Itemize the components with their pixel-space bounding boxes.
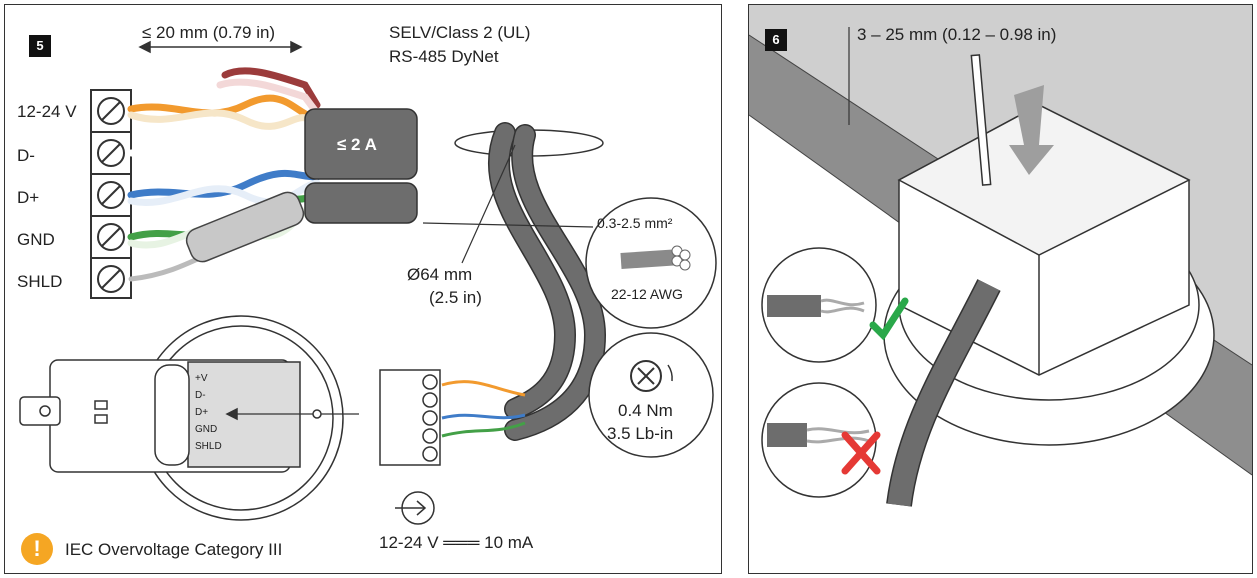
torque-callout <box>588 332 714 458</box>
terminal-block-small <box>379 369 526 466</box>
module-label-dminus: D- <box>195 390 206 401</box>
current-limit-label: ≤ 2 A <box>337 135 377 154</box>
wire-size-label: 0.3-2.5 mm² <box>597 215 673 231</box>
torque-lbin-label: 3.5 Lb-in <box>607 424 674 443</box>
check-icon <box>869 297 909 341</box>
terminal-label-v: 12-24 V <box>17 102 77 121</box>
protocol-line2: RS-485 DyNet <box>389 47 499 66</box>
wire-leader <box>422 222 594 228</box>
step-5-illustration <box>19 40 717 525</box>
overvoltage-note: IEC Overvoltage Category III <box>65 540 283 559</box>
terminal-label-gnd: GND <box>17 230 55 249</box>
step-number-5: 5 <box>29 35 51 57</box>
arrow-in-icon <box>395 491 435 525</box>
module-label-gnd: GND <box>195 424 218 435</box>
strip-length-label: ≤ 20 mm (0.79 in) <box>142 23 276 42</box>
step-number-6: 6 <box>765 29 787 51</box>
hole-diameter-label: Ø64 mm <box>407 265 473 284</box>
step-6-illustration <box>749 5 1252 507</box>
wire-gauge-label: 22-12 AWG <box>611 286 683 302</box>
cross-icon <box>841 431 881 475</box>
hole-diameter-in-label: (2.5 in) <box>429 288 482 307</box>
correct-strip-callout <box>761 247 877 363</box>
module-label-shld: SHLD <box>195 441 222 452</box>
drain-sleeve <box>185 191 305 263</box>
module-label-dplus: D+ <box>195 407 209 418</box>
terminal-label-dminus: D- <box>17 146 35 165</box>
terminal-label-shld: SHLD <box>17 272 63 291</box>
torque-nm-label: 0.4 Nm <box>618 401 673 420</box>
diameter-leader <box>461 144 516 264</box>
step-6-panel: 6 3 – 25 mm (0.12 – 0.98 in) <box>748 4 1253 574</box>
ceiling-thickness-label: 3 – 25 mm (0.12 – 0.98 in) <box>857 25 1057 44</box>
terminal-block <box>90 89 132 299</box>
wire-size-callout <box>585 197 717 329</box>
sensor-module <box>19 315 359 521</box>
incorrect-strip-callout <box>761 382 877 498</box>
step-5-panel: 5 ≤ 20 mm (0.79 in) SELV/Class 2 (UL) RS… <box>4 4 722 574</box>
cable-ends <box>304 108 418 224</box>
warning-icon: ! <box>21 533 53 565</box>
cable-drop <box>488 122 607 441</box>
strip-length-dimension <box>138 40 303 54</box>
module-label-v: +V <box>195 373 208 384</box>
sensor-housing <box>883 54 1215 446</box>
supply-label: 12-24 V ═══ 10 mA <box>379 533 534 552</box>
protocol-line1: SELV/Class 2 (UL) <box>389 23 531 42</box>
terminal-label-dplus: D+ <box>17 188 40 207</box>
